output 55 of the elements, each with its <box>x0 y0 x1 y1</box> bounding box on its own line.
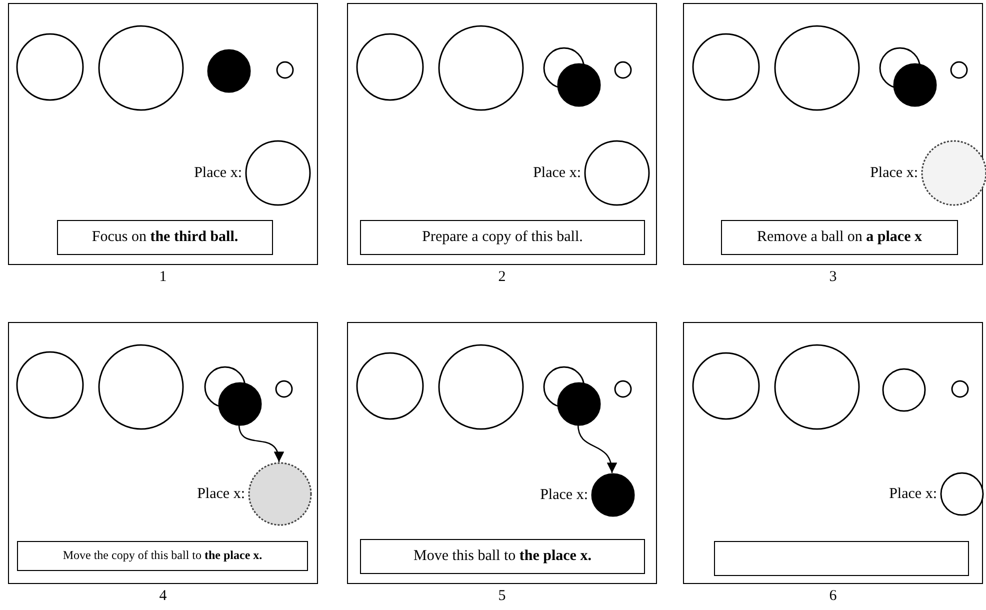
panel-frame <box>683 3 983 265</box>
ball <box>882 368 926 412</box>
ball <box>951 380 969 398</box>
ball <box>98 344 184 430</box>
filled-ball <box>893 63 937 107</box>
place-label: Place x: <box>869 164 918 183</box>
panel-frame <box>8 322 318 584</box>
ball <box>98 25 184 111</box>
ball <box>614 380 632 398</box>
caption-box: Move this ball to the place x. <box>360 539 645 574</box>
ball <box>614 61 632 79</box>
panel-number: 5 <box>497 588 507 606</box>
filled-ball <box>207 49 251 93</box>
panel-frame <box>683 322 983 584</box>
ball <box>774 344 860 430</box>
filled-ball <box>557 63 601 107</box>
caption-box: Prepare a copy of this ball. <box>360 220 645 255</box>
place-label: Place x: <box>888 485 937 504</box>
place-label: Place x: <box>532 164 581 183</box>
ball <box>584 140 650 206</box>
panel-number: 6 <box>828 588 838 606</box>
ball <box>356 352 424 420</box>
panel-number: 1 <box>158 269 168 287</box>
filled-ball <box>557 382 601 426</box>
arrow <box>577 424 616 474</box>
caption-box: Remove a ball on a place x <box>721 220 958 255</box>
ball <box>438 344 524 430</box>
arrow <box>238 424 284 462</box>
panel-frame <box>8 3 318 265</box>
ball <box>438 25 524 111</box>
ball <box>356 33 424 101</box>
filled-ball <box>218 382 262 426</box>
ball <box>276 61 294 79</box>
dotted-ball <box>248 462 312 526</box>
place-label: Place x: <box>539 486 588 505</box>
place-label: Place x: <box>193 164 242 183</box>
panel-frame <box>347 322 657 584</box>
filled-ball <box>591 473 635 517</box>
caption-box: Move the copy of this ball to the place x. <box>17 541 308 571</box>
ball <box>16 33 84 101</box>
ball <box>774 25 860 111</box>
empty-caption-box <box>714 541 969 576</box>
panel-frame <box>347 3 657 265</box>
panel-number: 3 <box>828 269 838 287</box>
panel-number: 4 <box>158 588 168 606</box>
ball <box>950 61 968 79</box>
ball <box>245 140 311 206</box>
ball <box>16 351 84 419</box>
panel-number: 2 <box>497 269 507 287</box>
ball <box>692 33 760 101</box>
ball <box>940 472 984 516</box>
ball <box>692 352 760 420</box>
caption-box: Focus on the third ball. <box>57 220 273 255</box>
place-label: Place x: <box>196 485 245 504</box>
ball <box>275 380 293 398</box>
